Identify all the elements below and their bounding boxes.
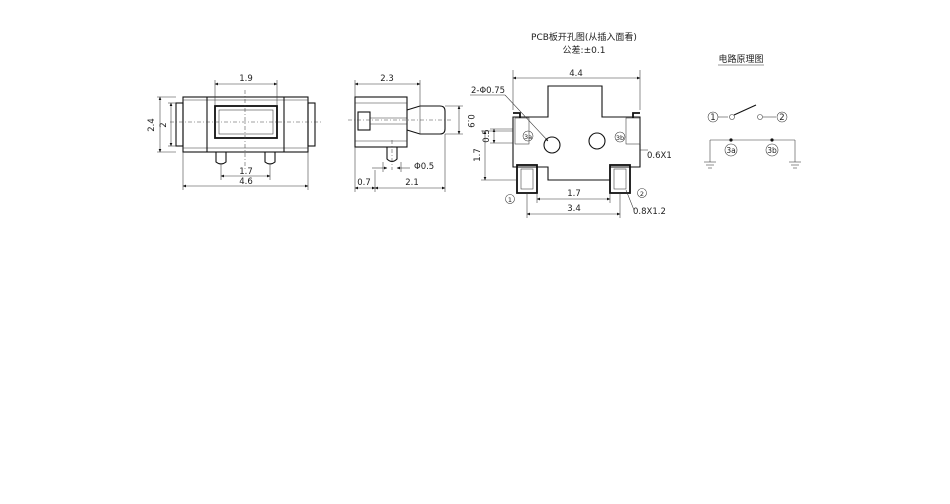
pcb-dim-pad-small: 0.6X1 (647, 151, 672, 161)
pcb-dim-holes: 2-Φ0.75 (471, 86, 505, 96)
side-dim-button-height: 0.9 (465, 114, 475, 128)
schematic-title: 电路原理图 (718, 53, 763, 65)
pcb-tolerance: 公差:±0.1 (563, 44, 606, 56)
schematic-terminal-2: 2 (779, 113, 784, 123)
side-dim-top: 2.3 (380, 74, 394, 84)
pcb-dim-hole-gap: 0.5 (482, 129, 492, 143)
pcb-pad-2-label: 2 (640, 190, 644, 198)
front-view: 1.9 2.4 2 1.7 4.6 (147, 74, 322, 190)
schematic-terminal-3b: 3b (767, 146, 777, 155)
side-view: 2.3 0.9 Φ0.5 0.7 2.1 (348, 74, 475, 192)
pcb-dim-pad-large: 0.8X1.2 (633, 207, 666, 217)
front-dim-width: 4.6 (239, 177, 253, 187)
side-dim-offset: 0.7 (357, 178, 371, 188)
pcb-dim-height: 1.7 (473, 148, 483, 162)
pcb-hole-3a-label: 3a (524, 133, 532, 141)
pcb-hole-3b-label: 3b (616, 134, 624, 142)
pcb-dim-pad-pitch: 1.7 (567, 189, 581, 199)
front-dim-inner-height: 2 (159, 122, 169, 127)
pcb-dim-pad-span: 3.4 (567, 204, 581, 214)
pcb-dim-width: 4.4 (569, 69, 583, 79)
pcb-title: PCB板开孔图(从插入面看) (531, 31, 637, 43)
front-dim-foot-pitch: 1.7 (239, 167, 253, 177)
pcb-layout-view: PCB板开孔图(从插入面看) 公差:±0.1 3a 3b 4.4 2-Φ0.75 (470, 31, 672, 218)
circuit-schematic: 电路原理图 1 2 3a 3b (704, 53, 801, 169)
side-dim-pin-dia: Φ0.5 (414, 162, 434, 172)
schematic-terminal-1: 1 (710, 113, 715, 123)
schematic-terminal-3a: 3a (726, 146, 735, 155)
front-dim-outer-height: 2.4 (147, 118, 157, 132)
pcb-pad-1-label: 1 (508, 196, 512, 204)
side-dim-depth: 2.1 (405, 178, 419, 188)
front-dim-top: 1.9 (239, 74, 253, 84)
